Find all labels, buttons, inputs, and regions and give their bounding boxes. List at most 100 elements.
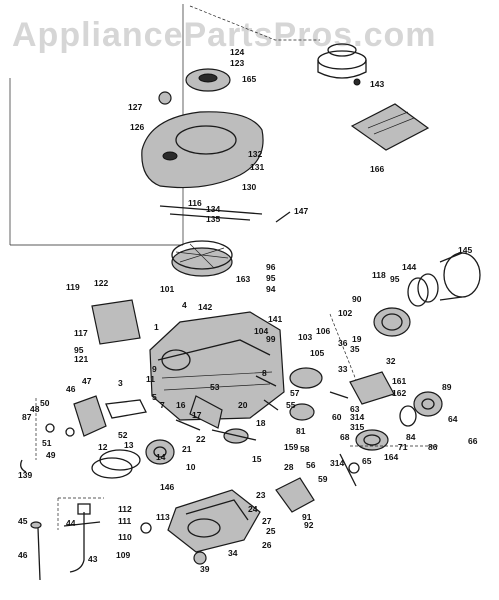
callout-label: 10 bbox=[186, 462, 196, 472]
callout-label: 57 bbox=[290, 388, 300, 398]
callout-label: 81 bbox=[296, 426, 306, 436]
callout-label: 145 bbox=[458, 245, 472, 255]
valve-assembly bbox=[255, 367, 323, 421]
flywheel bbox=[171, 240, 233, 277]
callout-label: 60 bbox=[332, 412, 342, 422]
oil-sump bbox=[167, 489, 261, 565]
callout-label: 126 bbox=[130, 122, 144, 132]
callout-label: 139 bbox=[18, 470, 32, 480]
callout-label: 86 bbox=[428, 442, 438, 452]
callout-label: 33 bbox=[338, 364, 348, 374]
callout-label: 106 bbox=[316, 326, 330, 336]
callout-label: 52 bbox=[118, 430, 128, 440]
crankshaft bbox=[175, 395, 223, 431]
callout-label: 35 bbox=[350, 344, 360, 354]
filter-element-166 bbox=[350, 103, 430, 151]
callout-label: 66 bbox=[468, 436, 478, 446]
callout-label: 132 bbox=[248, 149, 262, 159]
dashed-box bbox=[57, 497, 104, 530]
callout-label: 5 bbox=[152, 392, 157, 402]
callout-label: 147 bbox=[294, 206, 308, 216]
breather-assembly bbox=[45, 395, 147, 437]
callout-label: 46 bbox=[66, 384, 76, 394]
starter-handle-127 bbox=[158, 91, 172, 105]
callout-label: 162 bbox=[392, 388, 406, 398]
callout-label: 18 bbox=[256, 418, 266, 428]
callout-label: 28 bbox=[284, 462, 294, 472]
callout-label: 84 bbox=[406, 432, 416, 442]
callout-label: 127 bbox=[128, 102, 142, 112]
callout-label: 105 bbox=[310, 348, 324, 358]
callout-label: 11 bbox=[146, 374, 155, 384]
callout-label: 144 bbox=[402, 262, 416, 272]
frame-line-left bbox=[9, 78, 183, 246]
callout-label: 102 bbox=[338, 308, 352, 318]
spring-139 bbox=[20, 459, 27, 473]
air-cleaner-assembly bbox=[317, 43, 367, 86]
callout-label: 87 bbox=[22, 412, 32, 422]
muffler-91 bbox=[275, 477, 315, 513]
callout-label: 118 bbox=[372, 270, 386, 280]
callout-label: 113 bbox=[156, 512, 170, 522]
callout-label: 48 bbox=[30, 404, 40, 414]
callout-label: 142 bbox=[198, 302, 212, 312]
callout-layer: 1241231651271261321311301161341351471431… bbox=[18, 47, 478, 574]
callout-label: 53 bbox=[210, 382, 220, 392]
main-bearing-14 bbox=[145, 439, 175, 465]
callout-label: 43 bbox=[88, 554, 98, 564]
callout-label: 15 bbox=[252, 454, 262, 464]
callout-label: 49 bbox=[46, 450, 56, 460]
callout-label: 56 bbox=[306, 460, 316, 470]
callout-label: 94 bbox=[266, 284, 276, 294]
callout-label: 99 bbox=[266, 334, 276, 344]
callout-label: 25 bbox=[266, 526, 276, 536]
callout-label: 47 bbox=[82, 376, 92, 386]
callout-label: 32 bbox=[386, 356, 396, 366]
callout-label: 95 bbox=[74, 345, 84, 355]
callout-label: 71 bbox=[398, 442, 408, 452]
camshaft-gear bbox=[211, 428, 257, 444]
callout-label: 12 bbox=[98, 442, 108, 452]
callout-label: 58 bbox=[300, 444, 310, 454]
callout-label: 14 bbox=[156, 452, 166, 462]
callout-label: 64 bbox=[448, 414, 458, 424]
callout-label: 34 bbox=[228, 548, 238, 558]
callout-label: 46 bbox=[18, 550, 28, 560]
callout-label: 121 bbox=[74, 354, 88, 364]
blower-housing bbox=[141, 111, 264, 189]
callout-label: 119 bbox=[66, 282, 80, 292]
callout-label: 16 bbox=[176, 400, 186, 410]
callout-label: 111 bbox=[118, 516, 132, 526]
callout-label: 135 bbox=[206, 214, 220, 224]
callout-label: 89 bbox=[442, 382, 452, 392]
callout-label: 159 bbox=[284, 442, 298, 452]
callout-label: 315 bbox=[350, 422, 364, 432]
dashed-guide bbox=[189, 5, 320, 41]
callout-label: 4 bbox=[182, 300, 187, 310]
callout-label: 163 bbox=[236, 274, 250, 284]
callout-label: 21 bbox=[182, 444, 192, 454]
callout-label: 92 bbox=[304, 520, 314, 530]
callout-label: 23 bbox=[256, 490, 266, 500]
callout-label: 39 bbox=[200, 564, 210, 574]
carburetor bbox=[329, 371, 395, 487]
callout-label: 124 bbox=[230, 47, 244, 57]
callout-label: 8 bbox=[262, 368, 267, 378]
callout-label: 141 bbox=[268, 314, 282, 324]
starter-cup-165 bbox=[185, 68, 231, 92]
dashed-guides bbox=[35, 313, 440, 460]
callout-label: 51 bbox=[42, 438, 52, 448]
callout-label: 110 bbox=[118, 532, 132, 542]
air-filter-cover-89 bbox=[399, 391, 443, 427]
piston-90 bbox=[373, 307, 411, 337]
callout-label: 143 bbox=[370, 79, 384, 89]
callout-label: 90 bbox=[352, 294, 362, 304]
engine-block bbox=[149, 311, 285, 421]
callout-label: 9 bbox=[152, 364, 157, 374]
callout-label: 7 bbox=[160, 400, 165, 410]
callout-label: 103 bbox=[298, 332, 312, 342]
callout-label: 314 bbox=[350, 412, 364, 422]
callout-label: 112 bbox=[118, 504, 132, 514]
